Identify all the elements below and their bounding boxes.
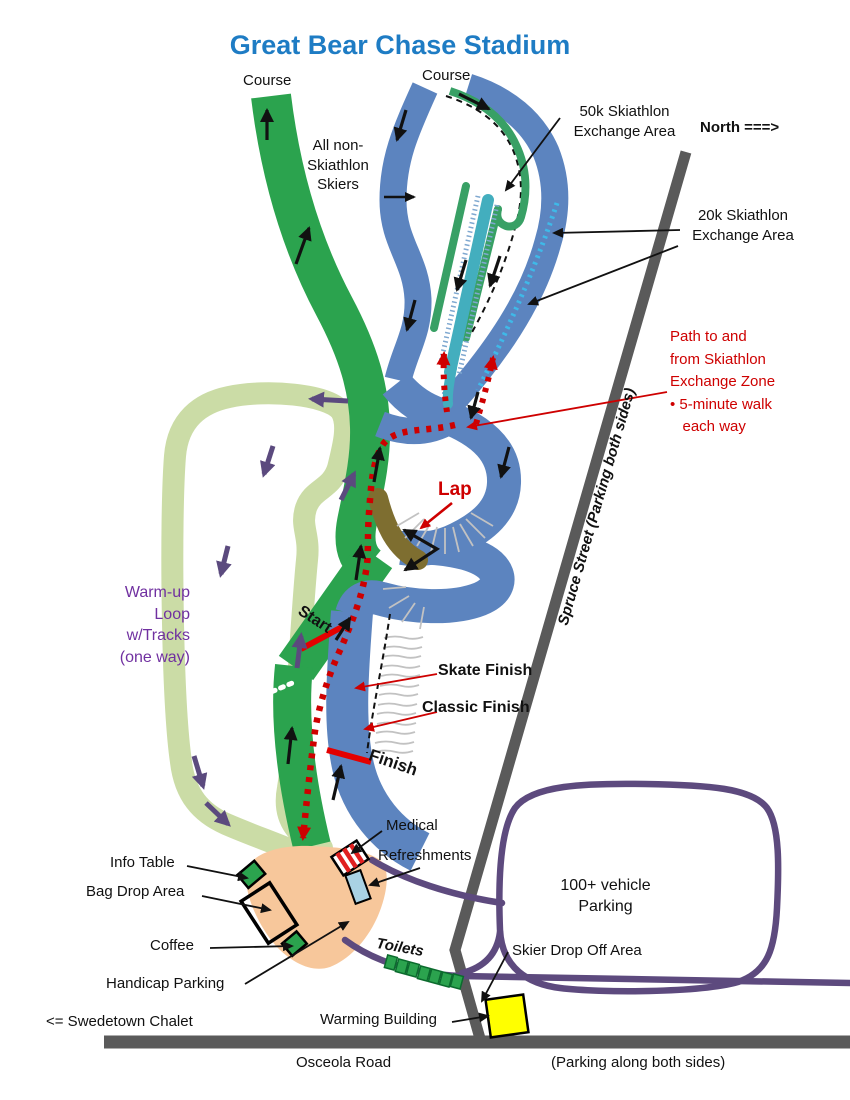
handicap-parking-label: Handicap Parking bbox=[106, 975, 225, 992]
parking-both-sides-label: (Parking along both sides) bbox=[551, 1054, 726, 1071]
refreshments-marker bbox=[344, 868, 372, 906]
swedetown-chalet-label: <= Swedetown Chalet bbox=[46, 1013, 193, 1030]
course-label-right: Course bbox=[422, 67, 471, 84]
start-gate bbox=[299, 624, 344, 652]
course-direction-arrows bbox=[260, 92, 511, 801]
red-label-leaders bbox=[354, 391, 668, 732]
exchange-20k-label: 20k Skiathlon Exchange Area bbox=[692, 207, 794, 244]
course-gates bbox=[261, 613, 391, 765]
lap-connector-trail bbox=[368, 488, 428, 570]
refreshments-label: Refreshments bbox=[378, 847, 472, 864]
course-label-left: Course bbox=[243, 72, 292, 89]
skier-drop-off-label: Skier Drop Off Area bbox=[512, 942, 642, 959]
warming-building-label: Warming Building bbox=[320, 1011, 437, 1028]
warming-building-marker bbox=[484, 993, 530, 1039]
bag-drop-marker bbox=[238, 880, 300, 946]
white-dotted-divider bbox=[261, 678, 300, 698]
exchange-hatch bbox=[438, 195, 481, 363]
skate-finish-label: Skate Finish bbox=[438, 662, 533, 679]
medical-label: Medical bbox=[386, 817, 438, 834]
coffee-label: Coffee bbox=[150, 937, 194, 954]
exchange-teal-lane bbox=[444, 194, 494, 378]
red-dotted-paths bbox=[297, 351, 498, 841]
all-non-skiathlon-label: All non- Skiathlon Skiers bbox=[307, 137, 369, 193]
lap-label: Lap bbox=[438, 479, 472, 500]
lap-double-arrow bbox=[402, 528, 441, 572]
black-dashed-finish-lane bbox=[366, 613, 391, 754]
info-table-label: Info Table bbox=[110, 854, 175, 871]
bag-drop-label: Bag Drop Area bbox=[86, 883, 185, 900]
info-table-marker bbox=[235, 859, 267, 890]
toilets-markers bbox=[383, 953, 465, 990]
parking-loop bbox=[496, 780, 782, 995]
skiathlon-exchange-area bbox=[430, 87, 560, 409]
spruce-street-road bbox=[449, 150, 692, 1044]
spectator-hatching bbox=[373, 512, 494, 754]
north-label: North ===> bbox=[700, 119, 780, 136]
parking-100-label: 100+ vehicle Parking bbox=[560, 877, 651, 915]
warmup-loop-label: Warm-up Loop w/Tracks (one way) bbox=[119, 584, 190, 666]
osceola-road-label: Osceola Road bbox=[296, 1054, 392, 1071]
exchange-green-stripe bbox=[448, 87, 530, 231]
stadium-access-road bbox=[368, 856, 506, 907]
exchange-path-note: Path to and from Skiathlon Exchange Zone… bbox=[670, 328, 776, 435]
finish-gate bbox=[326, 747, 372, 765]
classic-finish-label: Classic Finish bbox=[422, 699, 530, 716]
roads bbox=[104, 150, 850, 1049]
exchange-50k-label: 50k Skiathlon Exchange Area bbox=[573, 103, 676, 140]
label-leaders bbox=[186, 117, 681, 1023]
page-title: Great Bear Chase Stadium bbox=[229, 30, 571, 60]
facility-markers bbox=[235, 838, 530, 1039]
warmup-direction-arrows bbox=[191, 391, 357, 827]
exchange-hatch bbox=[456, 204, 500, 376]
